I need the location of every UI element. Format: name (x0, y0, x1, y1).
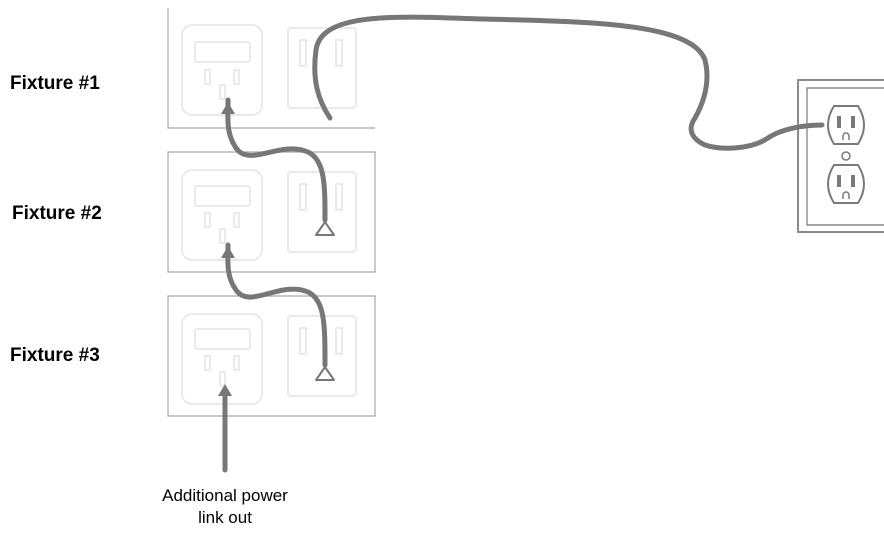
wall-outlet (797, 79, 884, 233)
cables (218, 14, 825, 473)
link-cable-3-to-2 (225, 242, 328, 368)
link-cable-2-to-1 (225, 97, 328, 223)
link-cable-2-to-1-arrowhead (221, 102, 235, 114)
fixture-1-label: Fixture #1 (10, 73, 100, 94)
fixture-1-power-in-socket (181, 24, 263, 116)
power-link-out-caption-line-2: link out (198, 508, 252, 527)
power-link-out-caption-line-1: Additional power (162, 486, 288, 505)
wall-outlet-screw (841, 151, 851, 161)
main-power-cable (312, 14, 825, 151)
fixture-2-power-in-socket (181, 169, 263, 261)
link-cable-3-to-2-plug (315, 366, 335, 381)
fixture-3-panel (167, 295, 376, 417)
link-cable-3-to-2-arrowhead (221, 246, 235, 258)
fixture-3-label: Fixture #3 (10, 345, 100, 366)
power-link-out-arrowhead (218, 384, 232, 396)
link-cable-2-to-1-plug (315, 221, 335, 236)
fixture-2-label: Fixture #2 (12, 203, 102, 224)
fixture-2-panel (167, 151, 376, 273)
fixture-3-power-in-socket (181, 313, 263, 405)
wall-outlet-lower-receptacle (827, 164, 865, 204)
wall-outlet-upper-receptacle (827, 105, 865, 145)
